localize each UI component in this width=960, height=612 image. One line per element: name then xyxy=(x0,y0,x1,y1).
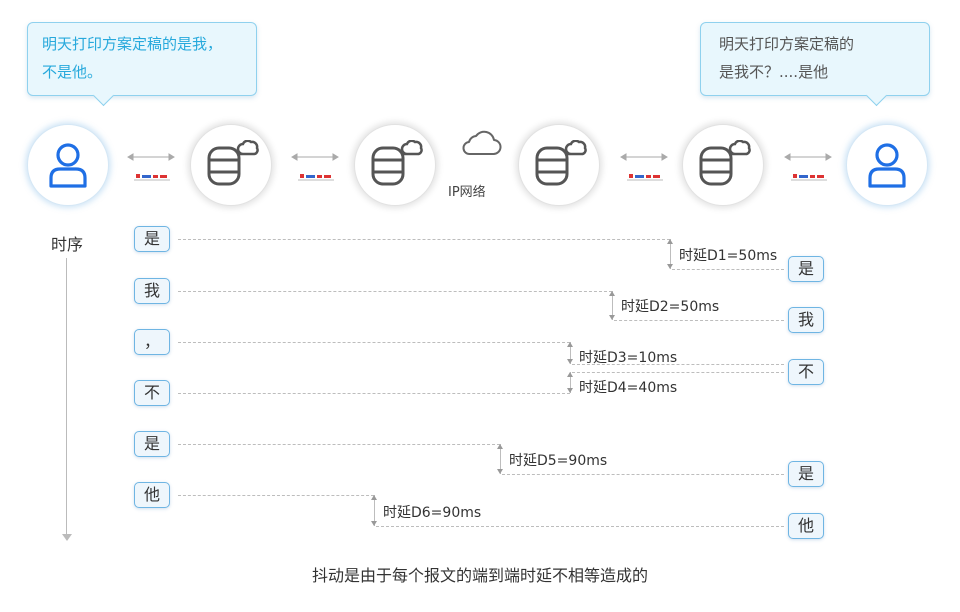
send-dash-line xyxy=(178,291,612,292)
delay-label: 时延D3=10ms xyxy=(579,350,678,366)
receiver-speech-bubble: 明天打印方案定稿的 是我不？....是他 xyxy=(700,22,930,107)
user-icon xyxy=(868,143,906,188)
received-char-chip: 不 xyxy=(788,359,824,385)
received-char-chip: 他 xyxy=(788,513,824,539)
sender-user-node xyxy=(27,124,109,206)
link-arrow-icon xyxy=(784,153,832,181)
server-node-3 xyxy=(518,124,600,206)
sender-bubble-tail xyxy=(92,84,115,107)
delay-bracket xyxy=(609,291,615,320)
sent-char-chip: 不 xyxy=(134,380,170,406)
sender-bubble-line-2: 不是他。 xyxy=(42,63,103,81)
receiver-bubble-tail xyxy=(865,84,888,107)
received-char-chip: 是 xyxy=(788,461,824,487)
delay-label: 时延D2=50ms xyxy=(621,299,720,315)
server-node-4 xyxy=(682,124,764,206)
sent-char-chip: 是 xyxy=(134,226,170,252)
receiver-bubble-line-2: 是我不？....是他 xyxy=(719,63,829,81)
send-dash-line xyxy=(178,393,570,394)
database-server-icon xyxy=(699,140,751,186)
receive-dash-line xyxy=(572,372,784,373)
send-dash-line xyxy=(178,444,500,445)
receive-dash-line xyxy=(672,269,784,270)
server-node-2 xyxy=(354,124,436,206)
delay-bracket xyxy=(567,372,573,393)
database-server-icon xyxy=(207,140,259,186)
database-server-icon xyxy=(535,140,587,186)
received-char-chip: 是 xyxy=(788,256,824,282)
sent-char-chip: 我 xyxy=(134,278,170,304)
link-arrow-icon xyxy=(127,153,175,181)
receive-dash-line xyxy=(502,474,784,475)
send-dash-line xyxy=(178,495,374,496)
received-char-chip: 我 xyxy=(788,307,824,333)
sent-char-chip: ， xyxy=(134,329,170,355)
delay-label: 时延D4=40ms xyxy=(579,380,678,396)
delay-label: 时延D1=50ms xyxy=(679,248,778,264)
diagram-caption: 抖动是由于每个报文的端到端时延不相等造成的 xyxy=(311,566,648,585)
delay-bracket xyxy=(567,342,573,364)
delay-bracket xyxy=(667,239,673,269)
sender-speech-bubble: 明天打印方案定稿的是我， 不是他。 xyxy=(27,22,257,107)
sender-bubble-line-1: 明天打印方案定稿的是我， xyxy=(42,35,223,53)
sent-char-chip: 是 xyxy=(134,431,170,457)
link-arrow-icon xyxy=(291,153,339,181)
ip-network-label: IP网络 xyxy=(448,185,486,200)
receive-dash-line xyxy=(376,526,784,527)
delay-bracket xyxy=(371,495,377,526)
user-icon xyxy=(49,143,87,188)
link-arrow-icon xyxy=(620,153,668,181)
receiver-bubble-line-1: 明天打印方案定稿的 xyxy=(719,35,855,53)
time-axis-arrow xyxy=(62,534,72,541)
send-dash-line xyxy=(178,342,570,343)
receive-dash-line xyxy=(572,364,784,365)
delay-label: 时延D5=90ms xyxy=(509,453,608,469)
time-axis-label: 时序 xyxy=(51,235,84,254)
server-node-1 xyxy=(190,124,272,206)
receiver-user-node xyxy=(846,124,928,206)
receive-dash-line xyxy=(614,320,784,321)
delay-bracket xyxy=(497,444,503,474)
delay-label: 时延D6=90ms xyxy=(383,505,482,521)
cloud-icon xyxy=(462,130,502,155)
time-axis-line xyxy=(66,258,67,534)
send-dash-line xyxy=(178,239,670,240)
database-server-icon xyxy=(371,140,423,186)
sent-char-chip: 他 xyxy=(134,482,170,508)
